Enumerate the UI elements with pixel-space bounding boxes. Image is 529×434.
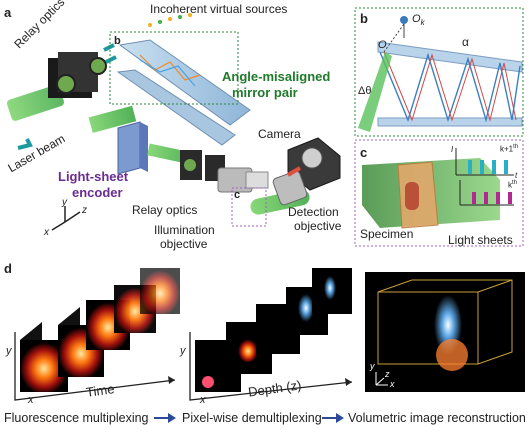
illumination-line2: objective (160, 237, 208, 251)
panel-b-border (354, 7, 524, 137)
encoder-line1: Light-sheet (58, 169, 129, 184)
relay-optics-bottom-label: Relay optics (132, 203, 198, 217)
encoder-line2: encoder (72, 185, 123, 200)
light-sheet-encoder (117, 121, 148, 175)
depth-stack (189, 268, 353, 401)
detection-line1: Detection (288, 205, 339, 219)
k-label: kth (508, 180, 518, 190)
illumination-line1: Illumination (154, 223, 215, 237)
axis-d-z-3: z (385, 369, 390, 379)
inset-c-box (231, 187, 267, 227)
bottom-arrows (154, 413, 344, 423)
ok-label: Ok (412, 13, 425, 28)
illumination-objective (217, 167, 269, 193)
alpha-label: α (462, 35, 469, 49)
axis-d-x-1: x (28, 394, 34, 406)
axis-d-y-1: y (6, 345, 12, 357)
axes-a (51, 206, 81, 231)
relay-optics-top (48, 52, 107, 98)
frame-time-5 (140, 268, 180, 314)
t-label-top: t (515, 171, 518, 180)
angle-misaligned-line2: mirror pair (232, 85, 298, 100)
panel-b-mirrors (358, 16, 523, 132)
panel-b-letter: b (360, 11, 368, 26)
panel-a-letter: a (4, 5, 12, 20)
camera-label: Camera (258, 127, 301, 141)
delta-theta-label: Δθ (358, 85, 372, 97)
panel-c-timing (455, 148, 514, 206)
k1-label: k+1th (500, 144, 519, 154)
teal-arrows-top (17, 43, 117, 150)
volume-render (365, 272, 525, 392)
axis-d-x-2: x (200, 394, 206, 406)
inset-b-box (109, 31, 239, 105)
incoherent-sources-label: Incoherent virtual sources (150, 2, 288, 16)
detection-line2: objective (294, 219, 342, 233)
specimen-label: Specimen (360, 227, 414, 241)
angle-misaligned-line1: Angle-misaligned (222, 69, 331, 84)
axis-d-y-2: y (180, 345, 186, 357)
step-demultiplexing: Pixel-wise demultiplexing (182, 411, 322, 425)
step-reconstruction: Volumetric image reconstruction (348, 411, 526, 425)
panel-c-letter: c (360, 145, 368, 160)
panel-c-sheets (362, 158, 500, 229)
axis-d-y-3: y (370, 361, 375, 371)
o-label: O (378, 39, 387, 51)
detection-objective (272, 166, 308, 206)
beam-to-encoder (88, 105, 137, 133)
panel-c-border (354, 139, 524, 247)
panel-d-letter: d (4, 261, 12, 276)
axis-d-x-3: x (390, 379, 395, 389)
axis-a-x: x (44, 227, 49, 238)
axis-a-z: z (82, 205, 87, 216)
step-fluorescence: Fluorescence multiplexing (4, 411, 149, 425)
inset-c-letter: c (234, 189, 241, 201)
inset-b-letter: b (114, 35, 121, 47)
i-label-top: I (451, 145, 454, 154)
time-label: Time (85, 381, 116, 400)
light-sheets-label: Light sheets (448, 233, 513, 247)
time-stack (14, 268, 180, 401)
axis-a-y: y (62, 197, 67, 208)
